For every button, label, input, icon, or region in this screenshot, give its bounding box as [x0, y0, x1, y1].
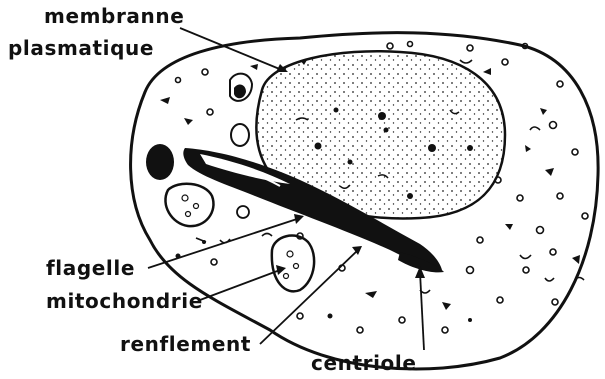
leader-mitochondrie — [200, 270, 280, 300]
mitochondrion-large — [272, 236, 314, 292]
leader-flagelle — [148, 218, 300, 268]
leader-membrane — [180, 28, 282, 70]
label-membrane-line2: plasmatique — [8, 38, 154, 58]
vesicle-3 — [237, 206, 249, 218]
dense-body — [146, 144, 174, 180]
mitochondrion-small-1 — [165, 184, 213, 226]
mitochondrion-large-cristae — [284, 251, 299, 279]
label-membrane-line1: membranne — [44, 6, 184, 26]
label-centriole: centriole — [311, 353, 417, 373]
label-flagelle: flagelle — [46, 258, 135, 278]
leader-centriole — [420, 272, 424, 350]
mitochondrion-small-1-cristae — [182, 195, 199, 217]
vesicle-1-core — [234, 85, 246, 99]
label-renflement: renflement — [120, 334, 251, 354]
arrow-flagelle — [294, 214, 304, 224]
label-mitochondrie: mitochondrie — [46, 291, 203, 311]
vesicle-2 — [231, 124, 249, 146]
leader-renflement — [260, 250, 358, 344]
